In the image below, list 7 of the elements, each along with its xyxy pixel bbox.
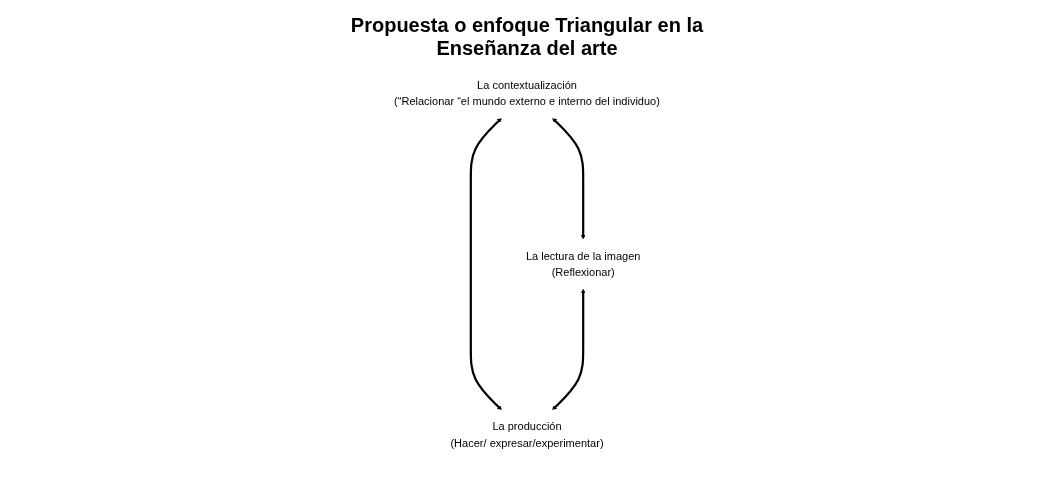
diagram-title: Propuesta o enfoque Triangular en la Enseñanza del arte bbox=[349, 14, 705, 60]
arrow bbox=[469, 117, 502, 411]
arrow bbox=[552, 288, 586, 411]
node-text: La lectura de la imagen (Reflexionar) bbox=[525, 249, 641, 279]
node-text: La contextualización (“Relacionar “el mundo externo e interno del individuo) bbox=[394, 78, 660, 108]
arrow bbox=[552, 117, 586, 240]
node-text: La producción (Hacer/ expresar/experimentar) bbox=[450, 420, 604, 450]
